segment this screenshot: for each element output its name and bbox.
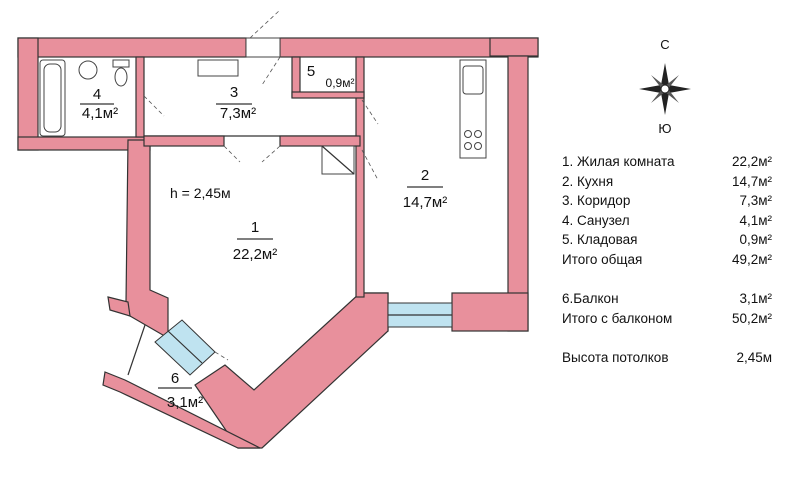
bathtub-inner	[43, 63, 62, 133]
room-labels: 1 22,2м² 2 14,7м² 3 7,3м² 4 4,1м² 5 0,9м…	[80, 63, 447, 411]
balcony-door-swing	[214, 351, 229, 361]
legend-gap	[562, 328, 772, 348]
kitchen-sink	[462, 65, 484, 95]
legend-row: 3. Коридор 7,3м²	[562, 191, 772, 211]
legend-row: Итого общая 49,2м²	[562, 250, 772, 270]
bottom-right-wall	[451, 292, 529, 332]
legend-value: 4,1м²	[739, 212, 772, 228]
legend-value: 49,2м²	[731, 251, 772, 267]
legend-label: 6.Балкон	[562, 291, 619, 307]
legend-gap	[562, 270, 772, 290]
legend-row: 1. Жилая комната 22,2м²	[562, 152, 772, 172]
room1-area: 22,2м²	[233, 246, 278, 263]
toilet-tank	[112, 59, 130, 68]
room4-number: 4	[93, 86, 101, 103]
legend-value: 3,1м²	[739, 291, 772, 307]
room1-top-wall	[143, 135, 225, 147]
storage-wall-left	[291, 56, 301, 98]
legend-label: Высота потолков	[562, 349, 669, 365]
storage-door-swing	[361, 99, 379, 125]
legend-row: Итого с балконом 50,2м²	[562, 309, 772, 329]
toilet-bowl	[114, 67, 128, 87]
room6-area: 3,1м²	[167, 394, 203, 411]
balcony-glass-line	[167, 330, 203, 364]
legend-value: 2,45м	[736, 349, 772, 365]
compass-north-label: С	[660, 37, 670, 52]
compass-center	[660, 84, 670, 94]
right-outer-wall	[489, 37, 539, 57]
doors	[143, 9, 379, 181]
outer-walls	[17, 37, 539, 449]
legend-label: 3. Коридор	[562, 193, 631, 209]
kitchen-door-swing	[361, 149, 379, 181]
partitions	[135, 56, 365, 298]
entrance-door-gap	[245, 37, 281, 58]
room1-door-swing-2	[261, 145, 281, 163]
legend-row: 4. Санузел 4,1м²	[562, 211, 772, 231]
room2-area: 14,7м²	[403, 194, 448, 211]
room5-number: 5	[307, 63, 315, 80]
kitchen-left-wall	[355, 56, 365, 298]
balcony-outer-wall	[102, 371, 261, 449]
legend-label: 1. Жилая комната	[562, 154, 675, 169]
area-legend: 1. Жилая комната 22,2м² 2. Кухня 14,7м² 3.…	[562, 152, 772, 368]
balcony-rail-left	[127, 324, 146, 376]
sink	[78, 60, 98, 80]
room3-number: 3	[230, 84, 238, 101]
legend-row: Высота потолков 2,45м	[562, 348, 772, 368]
legend-label: Итого с балконом	[562, 310, 673, 326]
stove-burner-4	[474, 142, 482, 150]
legend-label: 2. Кухня	[562, 173, 614, 189]
legend-value: 50,2м²	[731, 310, 772, 326]
living-room-outer-wall	[125, 139, 169, 340]
legend-label: 5. Кладовая	[562, 232, 638, 248]
bay-wall	[194, 292, 389, 449]
legend-value: 7,3м²	[739, 193, 772, 209]
legend-row: 6.Балкон 3,1м²	[562, 289, 772, 309]
room4-area: 4,1м²	[82, 105, 118, 122]
ceiling-height-note: h = 2,45м	[170, 185, 231, 201]
legend-value: 22,2м²	[731, 154, 772, 169]
bath-door-swing	[143, 95, 165, 117]
room1-door-swing	[223, 145, 241, 163]
storage-wall-bottom	[291, 91, 365, 99]
compass-rose	[639, 63, 691, 115]
corridor-cabinet	[197, 59, 239, 77]
room1-number: 1	[251, 219, 259, 236]
stove-burner-2	[474, 130, 482, 138]
balcony-left-stub	[107, 296, 131, 317]
top-wall-left	[17, 37, 247, 58]
stove-burner-3	[464, 142, 472, 150]
room3-area: 7,3м²	[220, 105, 256, 122]
entrance-door-swing	[249, 9, 281, 39]
bath-corridor-partition	[135, 56, 145, 138]
room6-number: 6	[171, 370, 179, 387]
room5-area: 0,9м²	[326, 76, 355, 90]
compass-south-label: Ю	[658, 121, 672, 136]
room1-top-wall-right	[279, 135, 361, 147]
entrance-door-swing-2	[261, 56, 281, 86]
room2-number: 2	[421, 167, 429, 184]
bathroom-fixtures	[39, 59, 130, 137]
legend-row: 2. Кухня 14,7м²	[562, 172, 772, 192]
wardrobe-diagonal	[321, 145, 355, 175]
legend-value: 14,7м²	[731, 173, 772, 189]
stove-burner-1	[464, 130, 472, 138]
left-wall-bathroom	[17, 37, 39, 151]
windows	[127, 302, 453, 376]
legend-label: 4. Санузел	[562, 212, 630, 228]
kitchen-fixtures	[197, 59, 487, 175]
legend-label: Итого общая	[562, 251, 643, 267]
legend-value: 0,9м²	[739, 232, 772, 248]
legend-row: 5. Кладовая 0,9м²	[562, 230, 772, 250]
right-outer-wall-vertical	[507, 55, 529, 332]
